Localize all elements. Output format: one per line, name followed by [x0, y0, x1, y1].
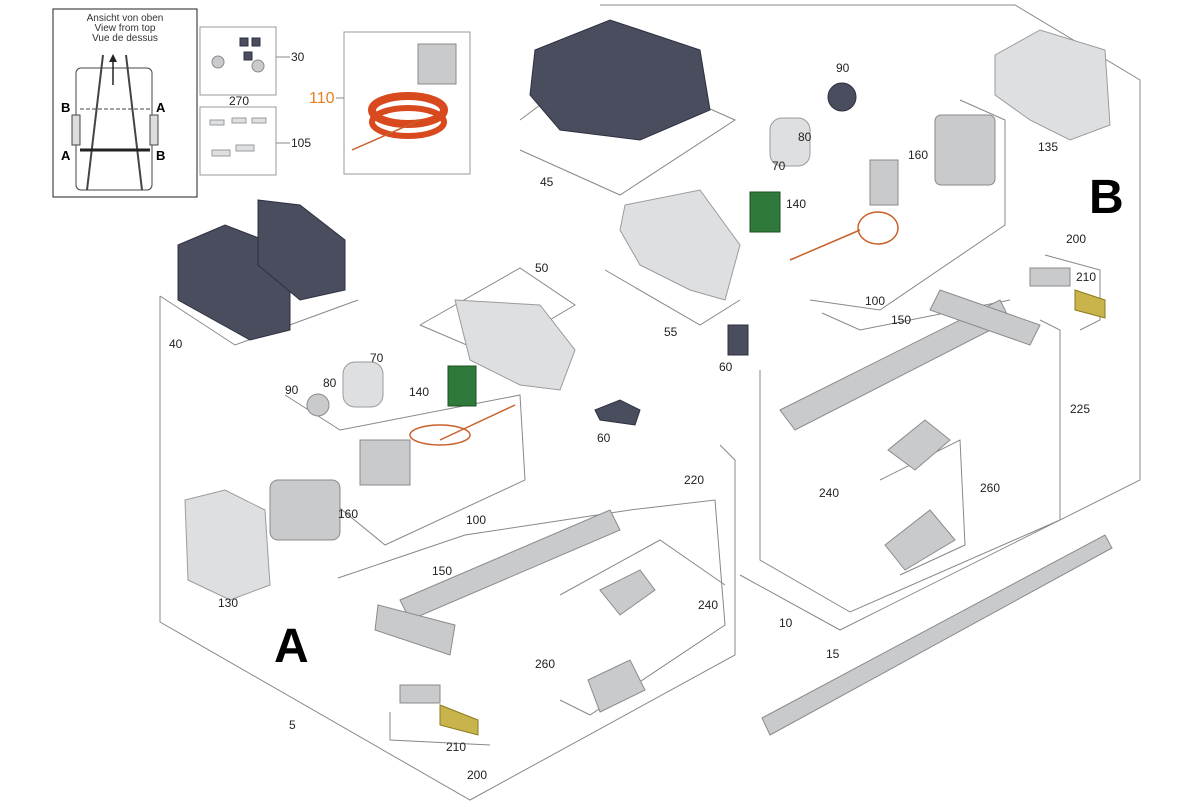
inset-title-de: Ansicht von oben: [87, 13, 164, 24]
inset-label-b-right: B: [156, 148, 165, 163]
label-80-a: 80: [323, 376, 337, 390]
label-60-b: 60: [719, 360, 733, 374]
label-150-b: 150: [891, 313, 911, 327]
fitting-260-b-top: [887, 419, 951, 471]
label-105: 105: [291, 136, 311, 150]
label-30: 30: [291, 50, 305, 64]
cable-harness-110: [351, 43, 457, 151]
label-130: 130: [218, 596, 238, 610]
spring-210-b: [1074, 289, 1106, 319]
drum-70-a: [342, 361, 384, 408]
label-55: 55: [664, 325, 678, 339]
label-220: 220: [684, 473, 704, 487]
inset-title-en: View from top: [95, 23, 156, 34]
label-160-b: 160: [908, 148, 928, 162]
bracket-60-b: [727, 324, 749, 356]
fitting-260-a-top: [599, 569, 656, 616]
label-45: 45: [540, 175, 554, 189]
gear-90-a: [306, 393, 330, 417]
label-200-b: 200: [1066, 232, 1086, 246]
rail-mount-a: [374, 604, 456, 656]
inset-label-a-left: A: [61, 148, 71, 163]
shaft-200-a: [399, 684, 441, 704]
label-15: 15: [826, 647, 840, 661]
label-50: 50: [535, 261, 549, 275]
label-200-a: 200: [467, 768, 487, 782]
label-40: 40: [169, 337, 183, 351]
label-210-b: 210: [1076, 270, 1096, 284]
label-140-a: 140: [409, 385, 429, 399]
label-135: 135: [1038, 140, 1058, 154]
rail-15: [761, 534, 1113, 736]
group-label-a: A: [274, 620, 309, 673]
cover-130: [184, 489, 271, 601]
label-10: 10: [779, 616, 793, 630]
label-60-a: 60: [597, 431, 611, 445]
pcb-140-b: [749, 191, 781, 233]
gear-unit-55: [619, 189, 741, 301]
label-80-b: 80: [798, 130, 812, 144]
fitting-260-b-bottom: [884, 509, 956, 571]
label-90-a: 90: [285, 383, 299, 397]
screws-set-30: [211, 37, 265, 73]
label-70-a: 70: [370, 351, 384, 365]
label-260-b: 260: [980, 481, 1000, 495]
label-100-b: 100: [865, 294, 885, 308]
label-260-a: 260: [535, 657, 555, 671]
label-225: 225: [1070, 402, 1090, 416]
label-70-b: 70: [772, 159, 786, 173]
label-270: 270: [229, 94, 249, 108]
drum-70-b: [769, 117, 811, 167]
gear-90-b: [827, 82, 857, 112]
cover-plate-40: [257, 199, 346, 301]
cover-45: [529, 19, 711, 141]
label-100-a: 100: [466, 513, 486, 527]
sleeves-105: [209, 117, 267, 157]
motor-a: [269, 479, 341, 541]
gear-unit-50: [454, 299, 576, 391]
pcb-140-a: [447, 365, 477, 407]
inset-label-a-right: A: [156, 100, 166, 115]
shaft-200-b: [1029, 267, 1071, 287]
wire-loop-b: [857, 211, 899, 245]
cover-135: [994, 29, 1111, 141]
rail-mount-b: [929, 289, 1041, 346]
label-90-b: 90: [836, 61, 850, 75]
top-view-inset: Ansicht von oben View from top Vue de de…: [52, 8, 198, 198]
group-label-b: B: [1089, 171, 1124, 224]
motor-b: [934, 114, 996, 186]
label-210-a: 210: [446, 740, 466, 754]
label-160-a: 160: [338, 507, 358, 521]
fitting-260-a-bottom: [587, 659, 646, 713]
wire-loop-a: [409, 424, 471, 446]
inset-title-fr: Vue de dessus: [92, 33, 158, 44]
label-150-a: 150: [432, 564, 452, 578]
label-140-b: 140: [786, 197, 806, 211]
bracket-60-a: [594, 399, 641, 426]
label-110: 110: [309, 90, 335, 107]
spring-210-a: [439, 704, 479, 736]
label-240-b: 240: [819, 486, 839, 500]
label-5: 5: [289, 718, 296, 732]
inset-label-b-left: B: [61, 100, 70, 115]
label-240-a: 240: [698, 598, 718, 612]
